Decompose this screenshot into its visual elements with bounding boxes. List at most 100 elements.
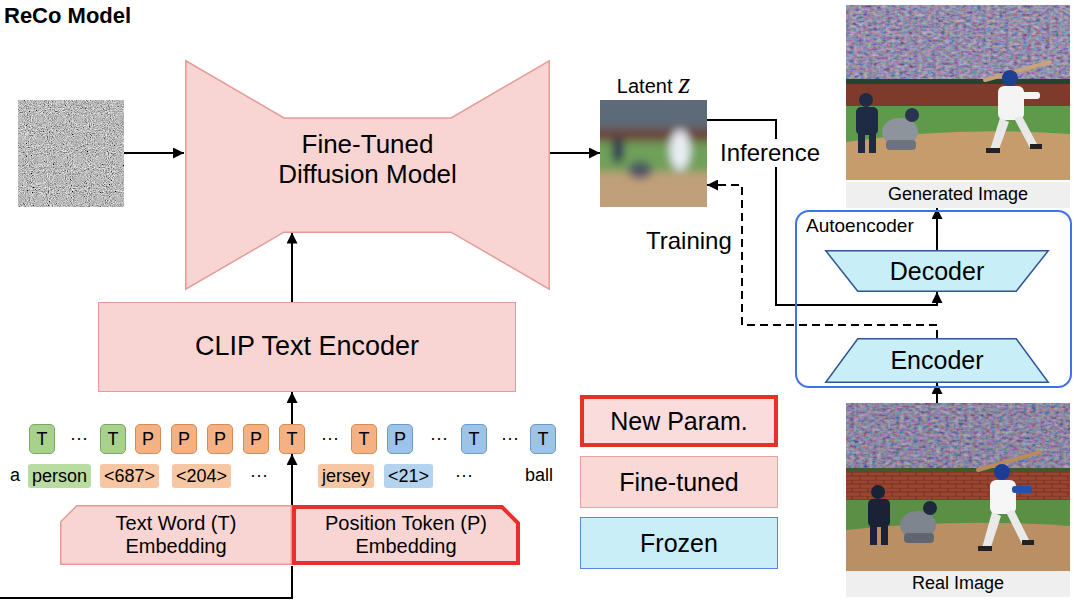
- ellipsis: ···: [430, 428, 448, 449]
- token-box: P: [207, 424, 233, 454]
- diagram-title: ReCo Model: [4, 3, 131, 29]
- node-text: jersey: [322, 466, 370, 487]
- node-text: T: [287, 429, 298, 450]
- noise-image: [18, 100, 124, 207]
- generated-photo: [846, 131, 1070, 180]
- token-box: T: [530, 424, 556, 454]
- text-block: P: [178, 429, 190, 450]
- node-text: P: [250, 429, 262, 450]
- real-photo: [881, 525, 888, 545]
- token-box: T: [351, 424, 377, 454]
- ellipsis: ···: [70, 428, 88, 449]
- legend-item: Frozen: [580, 517, 778, 569]
- node-text: Decoder: [890, 257, 985, 286]
- generated-photo: [846, 5, 1070, 180]
- text-block: T: [359, 429, 370, 450]
- node-text: P: [394, 429, 406, 450]
- node-text: <687>: [104, 466, 155, 487]
- node-text: Generated Image: [846, 184, 1070, 205]
- legend-item: New Param.: [580, 395, 778, 447]
- node-text: Autoencoder: [806, 215, 914, 237]
- real-image: Real Image: [846, 403, 1070, 597]
- node-text: P: [178, 429, 190, 450]
- text-block: Autoencoder: [797, 212, 914, 237]
- text-block: jersey: [322, 466, 370, 487]
- real-photo: [923, 501, 937, 515]
- node-text: <21>: [388, 466, 429, 487]
- encoder-trapezoid: Encoder: [825, 338, 1049, 383]
- latent-picture: [600, 100, 707, 207]
- generated-photo: [859, 93, 873, 107]
- node-text: Text Word (T) Embedding: [96, 512, 256, 558]
- connector-arrow: [550, 152, 600, 154]
- generated-photo: [998, 86, 1024, 120]
- generated-photo: [846, 84, 1070, 106]
- text-block: T: [108, 429, 119, 450]
- position-embedding-box: Position Token (P) Embedding: [292, 505, 520, 565]
- node-text: z: [678, 66, 690, 101]
- text-block: Generated Image: [846, 182, 1070, 208]
- generated-photo: [846, 79, 1070, 84]
- node-text: <204>: [176, 466, 227, 487]
- text-block: CLIP Text Encoder: [195, 331, 419, 362]
- token-box: P: [387, 424, 413, 454]
- ellipsis: ···: [321, 428, 339, 449]
- node-text: Latent: [617, 75, 673, 98]
- real-photo: [868, 485, 890, 545]
- real-photo: [846, 403, 1070, 468]
- edge-label: Training: [644, 227, 734, 255]
- generated-photo: [990, 118, 1009, 152]
- word-embedding-box-shape: [61, 506, 292, 565]
- legend-item: Fine-tuned: [580, 456, 778, 508]
- latent-picture: [628, 161, 652, 179]
- latent-picture: [670, 130, 690, 170]
- token-word: ball: [525, 465, 553, 486]
- latent-picture: [612, 136, 624, 164]
- connector-arrow: [291, 233, 293, 303]
- generated-photo: [856, 107, 878, 135]
- token-box: P: [171, 424, 197, 454]
- node-text: P: [142, 429, 154, 450]
- word-embedding-box: Text Word (T) Embedding: [60, 505, 292, 565]
- ellipsis: ···: [250, 465, 268, 486]
- real-photo: [846, 468, 1070, 472]
- text-block: Fine-Tuned Diffusion Model: [256, 130, 480, 190]
- generated-image: Generated Image: [846, 5, 1070, 208]
- ellipsis: ···: [501, 428, 519, 449]
- text-block: P: [250, 429, 262, 450]
- text-block: <687>: [104, 466, 155, 487]
- noise-image: [18, 100, 124, 207]
- real-photo: [904, 533, 934, 543]
- token-box: T: [100, 424, 126, 454]
- text-block: person: [32, 466, 87, 487]
- latent-picture: [600, 100, 707, 128]
- latent-picture: [600, 100, 707, 207]
- generated-photo: [858, 133, 865, 153]
- noise-image: [18, 100, 124, 207]
- node-text: P: [214, 429, 226, 450]
- token-word: a: [10, 465, 20, 486]
- latent-node: Latentz: [600, 66, 707, 207]
- real-photo: [1006, 510, 1029, 544]
- node-text: person: [32, 466, 87, 487]
- real-photo: [846, 403, 1070, 575]
- legend-text: New Param.: [610, 407, 748, 436]
- node-text: Real Image: [846, 573, 1070, 594]
- generated-photo: [846, 5, 1070, 180]
- generated-photo: [886, 140, 916, 150]
- token-box: T: [461, 424, 487, 454]
- real-photo: [846, 403, 1070, 575]
- text-block: Text Word (T) Embedding: [96, 512, 256, 558]
- real-photo: [978, 452, 1040, 470]
- real-photo: [1012, 486, 1032, 493]
- text-block: <21>: [388, 466, 429, 487]
- generated-photo: [905, 108, 919, 122]
- word-highlight: <204>: [172, 464, 231, 489]
- real-photo: [982, 512, 1001, 550]
- node-text: T: [469, 429, 480, 450]
- text-block: Real Image: [846, 571, 1070, 597]
- real-photo: [846, 468, 1070, 500]
- word-highlight: person: [28, 464, 91, 489]
- text-encoder-box: CLIP Text Encoder: [98, 302, 516, 392]
